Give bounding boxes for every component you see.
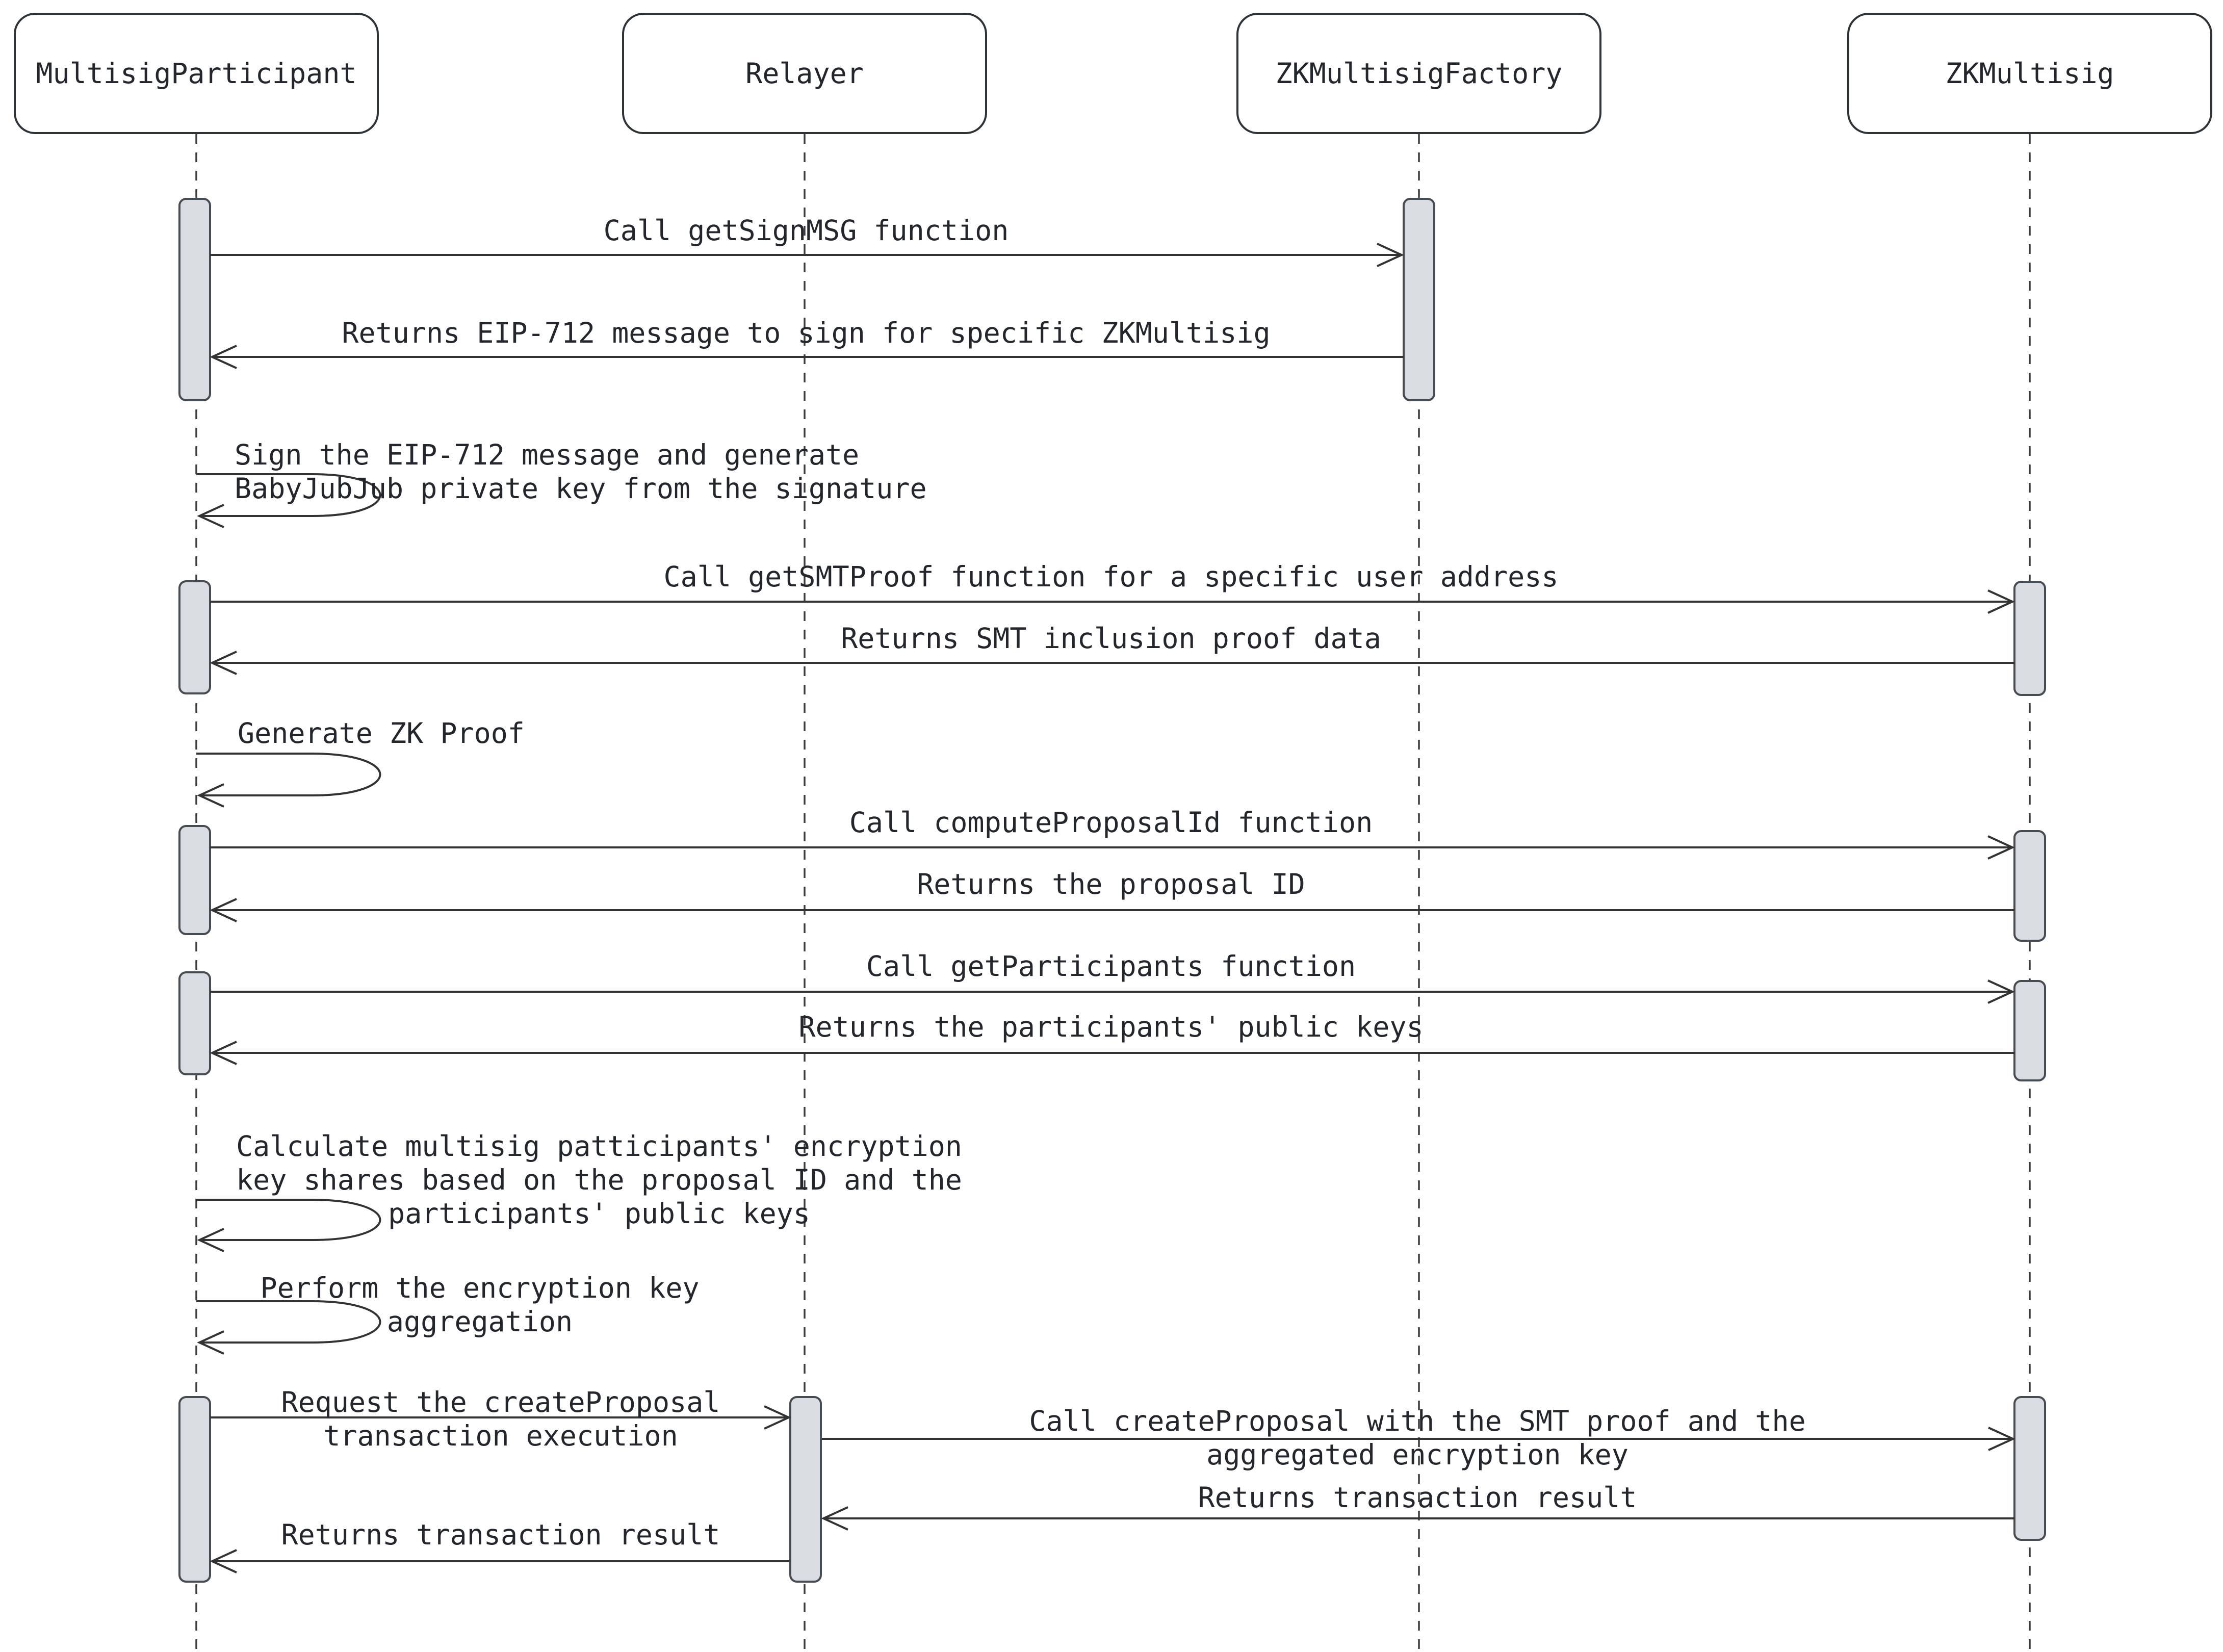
message-request-createproposal: Request the createProposal transaction e…: [281, 1386, 720, 1452]
actor-label: Relayer: [745, 57, 864, 90]
message-return-proposal-id: Returns the proposal ID: [917, 868, 1305, 900]
activation-participant-5: [178, 1396, 211, 1583]
activation-participant-1: [178, 198, 211, 401]
message-return-eip712: Returns EIP-712 message to sign for spec…: [342, 317, 1271, 349]
actor-label: MultisigParticipant: [36, 57, 357, 90]
message-return-public-keys: Returns the participants' public keys: [798, 1011, 1424, 1043]
message-call-getsignmsg: Call getSignMSG function: [603, 214, 1009, 247]
activation-participant-4: [178, 971, 211, 1075]
message-self-calculate-shares: Calculate multisig patticipants' encrypt…: [236, 1130, 962, 1230]
message-return-tx-result-left: Returns transaction result: [281, 1518, 720, 1551]
self-loop-sign-message: [196, 473, 381, 528]
actor-zkmultisigfactory: ZKMultisigFactory: [1236, 13, 1601, 134]
actor-relayer: Relayer: [622, 13, 987, 134]
activation-participant-2: [178, 580, 211, 694]
message-self-generate-zk: Generate ZK Proof: [238, 717, 525, 750]
self-loop-calculate-key-shares: [196, 1199, 381, 1252]
activation-relayer-5: [789, 1396, 822, 1583]
activation-factory-1: [1403, 198, 1435, 401]
activation-zkmultisig-5: [2013, 1396, 2046, 1541]
actor-multisigparticipant: MultisigParticipant: [14, 13, 379, 134]
activation-zkmultisig-3: [2013, 830, 2046, 942]
self-loop-key-aggregation: [196, 1300, 381, 1355]
message-call-computeproposalid: Call computeProposalId function: [849, 806, 1373, 839]
message-self-key-aggregation: Perform the encryption key aggregation: [260, 1272, 700, 1338]
message-self-sign-eip712: Sign the EIP-712 message and generate Ba…: [235, 438, 927, 505]
actor-label: ZKMultisigFactory: [1275, 57, 1563, 90]
message-return-tx-result-right: Returns transaction result: [1198, 1481, 1637, 1514]
activation-zkmultisig-2: [2013, 581, 2046, 696]
self-loop-generate-zk-proof: [196, 753, 381, 808]
actor-zkmultisig: ZKMultisig: [1847, 13, 2212, 134]
message-call-createproposal: Call createProposal with the SMT proof a…: [1029, 1405, 1806, 1471]
message-call-getparticipants: Call getParticipants function: [866, 950, 1356, 983]
actor-label: ZKMultisig: [1945, 57, 2114, 90]
message-return-smt-proof: Returns SMT inclusion proof data: [841, 622, 1381, 655]
message-call-getsmtproof: Call getSMTProof function for a specific…: [663, 560, 1559, 593]
activation-participant-3: [178, 825, 211, 935]
activation-zkmultisig-4: [2013, 980, 2046, 1081]
